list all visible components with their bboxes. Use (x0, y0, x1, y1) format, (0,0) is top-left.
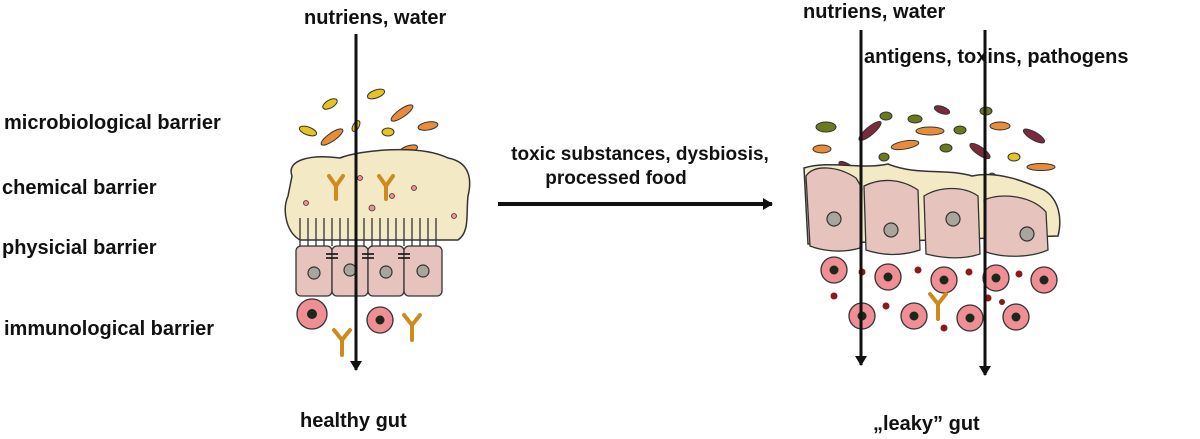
healthy-epithelium (295, 245, 443, 297)
bacterium (879, 111, 893, 121)
mucus-layer (284, 148, 471, 241)
bacterium (815, 121, 837, 133)
bacterium (1022, 128, 1046, 144)
immune-cell-nucleus (939, 275, 949, 285)
right-top-label-2: antigens, toxins, pathogens (864, 46, 1129, 68)
bacterium (933, 105, 951, 115)
bacterium (915, 126, 945, 136)
leaked-particles (830, 266, 1023, 332)
bacterium (381, 127, 395, 137)
bacterium (366, 88, 386, 100)
tight-junctions (326, 253, 410, 259)
immune-cell-nucleus (965, 313, 975, 323)
nucleus (379, 265, 393, 279)
bacterium (812, 144, 832, 154)
bacterium (969, 142, 991, 160)
chemical-barrier-label: chemical barrier (2, 177, 157, 199)
immunological-barrier-label: immunological barrier (4, 318, 215, 340)
epithelial-cell (805, 167, 863, 252)
immune-cell-nucleus (307, 309, 317, 319)
bacterium (939, 143, 953, 153)
bacterium (1026, 163, 1056, 171)
immune-cell-nucleus (1039, 275, 1049, 285)
bacterium (390, 104, 414, 122)
leaky-immune-layer (820, 256, 1058, 332)
bacterium (953, 125, 967, 135)
immune-cell-nucleus (375, 315, 385, 325)
immune-cell-nucleus (883, 272, 893, 282)
healthy-immune-layer (296, 298, 422, 357)
epithelial-cell (863, 179, 921, 256)
immune-cell-nucleus (829, 265, 839, 275)
nucleus (343, 263, 357, 277)
epithelial-cell (983, 195, 1049, 257)
immune-cell-nucleus (909, 311, 919, 321)
bacterium (890, 139, 920, 151)
microbiological-barrier-label: microbiological barrier (4, 112, 221, 134)
bacterium (320, 128, 344, 146)
immune-cell-nucleus (1011, 312, 1021, 322)
bacterium (298, 125, 318, 137)
nucleus (826, 211, 842, 227)
bacterium (858, 120, 882, 142)
transition-line-2: processed food (545, 168, 687, 189)
transition-line-1: toxic substances, dysbiosis, (511, 144, 769, 165)
immune-cell-nucleus (991, 273, 1001, 283)
nucleus (883, 222, 899, 238)
antibody-icon (327, 174, 345, 201)
bacterium (322, 98, 338, 110)
bacterium (1007, 152, 1021, 162)
leaky-gut-caption: „leaky” gut (873, 413, 980, 435)
leaky-epithelium (805, 167, 1049, 259)
nucleus (945, 211, 961, 227)
left-top-label: nutriens, water (304, 7, 447, 29)
physical-barrier-label: physicial barrier (2, 237, 157, 259)
bacterium (878, 152, 890, 162)
healthy-bacteria-group (298, 88, 439, 156)
antibody-icon (928, 292, 948, 321)
healthy-gut-caption: healthy gut (300, 410, 407, 432)
antibody-icon (332, 328, 352, 357)
mucus-particles (303, 175, 457, 219)
nucleus (307, 266, 321, 280)
bacterium (989, 121, 1011, 131)
antibody-icon (377, 174, 395, 201)
antibody-icon (402, 313, 422, 342)
right-top-label-1: nutriens, water (803, 1, 946, 23)
bacterium (907, 114, 923, 124)
nucleus (416, 264, 430, 278)
bacterium (417, 121, 439, 131)
nucleus (1019, 226, 1035, 242)
